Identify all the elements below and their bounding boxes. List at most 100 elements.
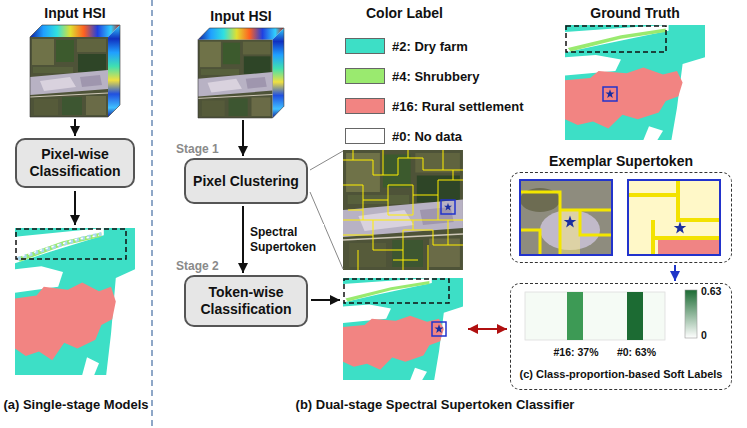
prediction-map-b [343,278,463,380]
zoom-image [520,180,612,255]
superpixel-image [343,150,463,270]
image-panel: Ground Truth [565,25,705,140]
prediction-map-b [343,278,463,380]
soft-label-heatmap [627,292,643,340]
value-text: #0: 63% [609,346,664,358]
subfigure-caption: (a) Single-stage Models [0,397,152,412]
prediction-map-a [15,228,135,375]
panel-title: Input HSI [0,5,160,21]
zoom-line [310,151,343,170]
flow-arrow [242,206,244,273]
ground-truth-map [605,89,614,98]
panel-title: Ground Truth [525,5,745,21]
legend-row: #4: Shrubbery [345,68,479,84]
box-text: Pixel-wise Classification [21,146,129,180]
hsi-cube [108,25,120,117]
hsi-cube [198,28,284,40]
flow-arrow [311,299,340,301]
zoom-image [520,192,612,255]
ground-truth-map [603,87,617,101]
legend-text: #2: Dry farm [392,39,468,54]
legend-title: Color Label [366,5,443,21]
image-panel: Input HSI [198,28,284,118]
zoom-image [520,180,612,255]
legend-swatch [345,68,385,84]
zoom-image [628,180,720,255]
legend-row: #0: No data [345,128,462,144]
legend-swatch [345,128,385,144]
box-text: Token-wise Classification [190,284,302,318]
hsi-cube [198,40,272,118]
edge-label: Spectral Supertoken [248,224,324,255]
zoom-image [628,180,720,255]
legend-text: #16: Rural settlement [392,99,524,114]
hsi-cube [198,28,284,118]
zoom-image [520,180,612,255]
soft-label-heatmap [567,292,583,340]
prediction-map-a [15,228,135,375]
colorbar-tick: 0.63 [701,285,731,297]
legend-row: #16: Rural settlement [345,98,524,114]
prediction-map-a [16,229,126,259]
panel-title: Exemplar Supertoken [471,153,747,169]
image-panel: Input HSI [30,25,120,117]
prediction-map-b [434,324,443,333]
zoom-image [628,180,720,255]
zoom-image [560,210,580,255]
process-box: Pixel-wise Classification [15,138,135,188]
zoom-image [674,221,687,233]
divider-line [151,0,153,428]
prediction-map-b [432,322,446,336]
box-text: Pixel Clustering [193,173,299,190]
superpixel-image [343,150,463,270]
prediction-map-a [22,235,99,256]
zoom-image [564,215,577,227]
process-box: Stage 1Pixel Clustering [184,158,308,204]
hsi-cube [198,28,284,118]
soft-label-heatmap [685,290,697,338]
hsi-cube [30,25,120,117]
flow-arrow [242,120,244,156]
correspondence-arrow [468,328,507,330]
dashed-panel: Exemplar Supertoken [510,172,732,263]
hsi-cube [30,37,108,117]
ground-truth-map [565,25,705,140]
subfigure-caption: (b) Dual-stage Spectral Supertoken Class… [155,397,715,412]
ground-truth-map [565,25,705,140]
hsi-cube [30,25,120,117]
flow-arrow [674,265,676,281]
colorbar-tick: 0 [701,329,731,341]
prediction-map-a [17,234,101,259]
panel-title: Input HSI [158,8,324,24]
value-text: #16: 37% [546,346,606,358]
zoom-image [628,180,720,255]
flow-arrow [74,119,76,136]
superpixel-image [441,200,455,214]
legend-row: #2: Dry farm [345,38,468,54]
soft-label-heatmap [525,292,665,340]
soft-label-heatmap [525,290,697,340]
prediction-map-a [17,234,101,259]
legend-swatch [345,98,385,114]
stage-label: Stage 1 [176,142,219,156]
superpixel-image [343,150,463,270]
legend-text: #4: Shrubbery [392,69,479,84]
hsi-cube [272,28,283,118]
prediction-map-b [344,279,449,303]
zoom-image [658,238,720,255]
legend-swatch [345,38,385,54]
stage-label: Stage 2 [176,259,219,273]
superpixel-image [343,150,463,270]
hsi-cube [30,25,120,37]
ground-truth-map [566,26,666,52]
legend-text: #0: No data [392,129,462,144]
panel-caption: (c) Class-proportion-based Soft Labels [515,368,727,380]
process-box: Stage 2Token-wise Classification [184,275,308,327]
superpixel-image [444,203,452,211]
dashed-panel: #16: 37%#0: 63% 0.63 0 (c) Class-proportion… [510,283,732,390]
flow-arrow [74,191,76,225]
